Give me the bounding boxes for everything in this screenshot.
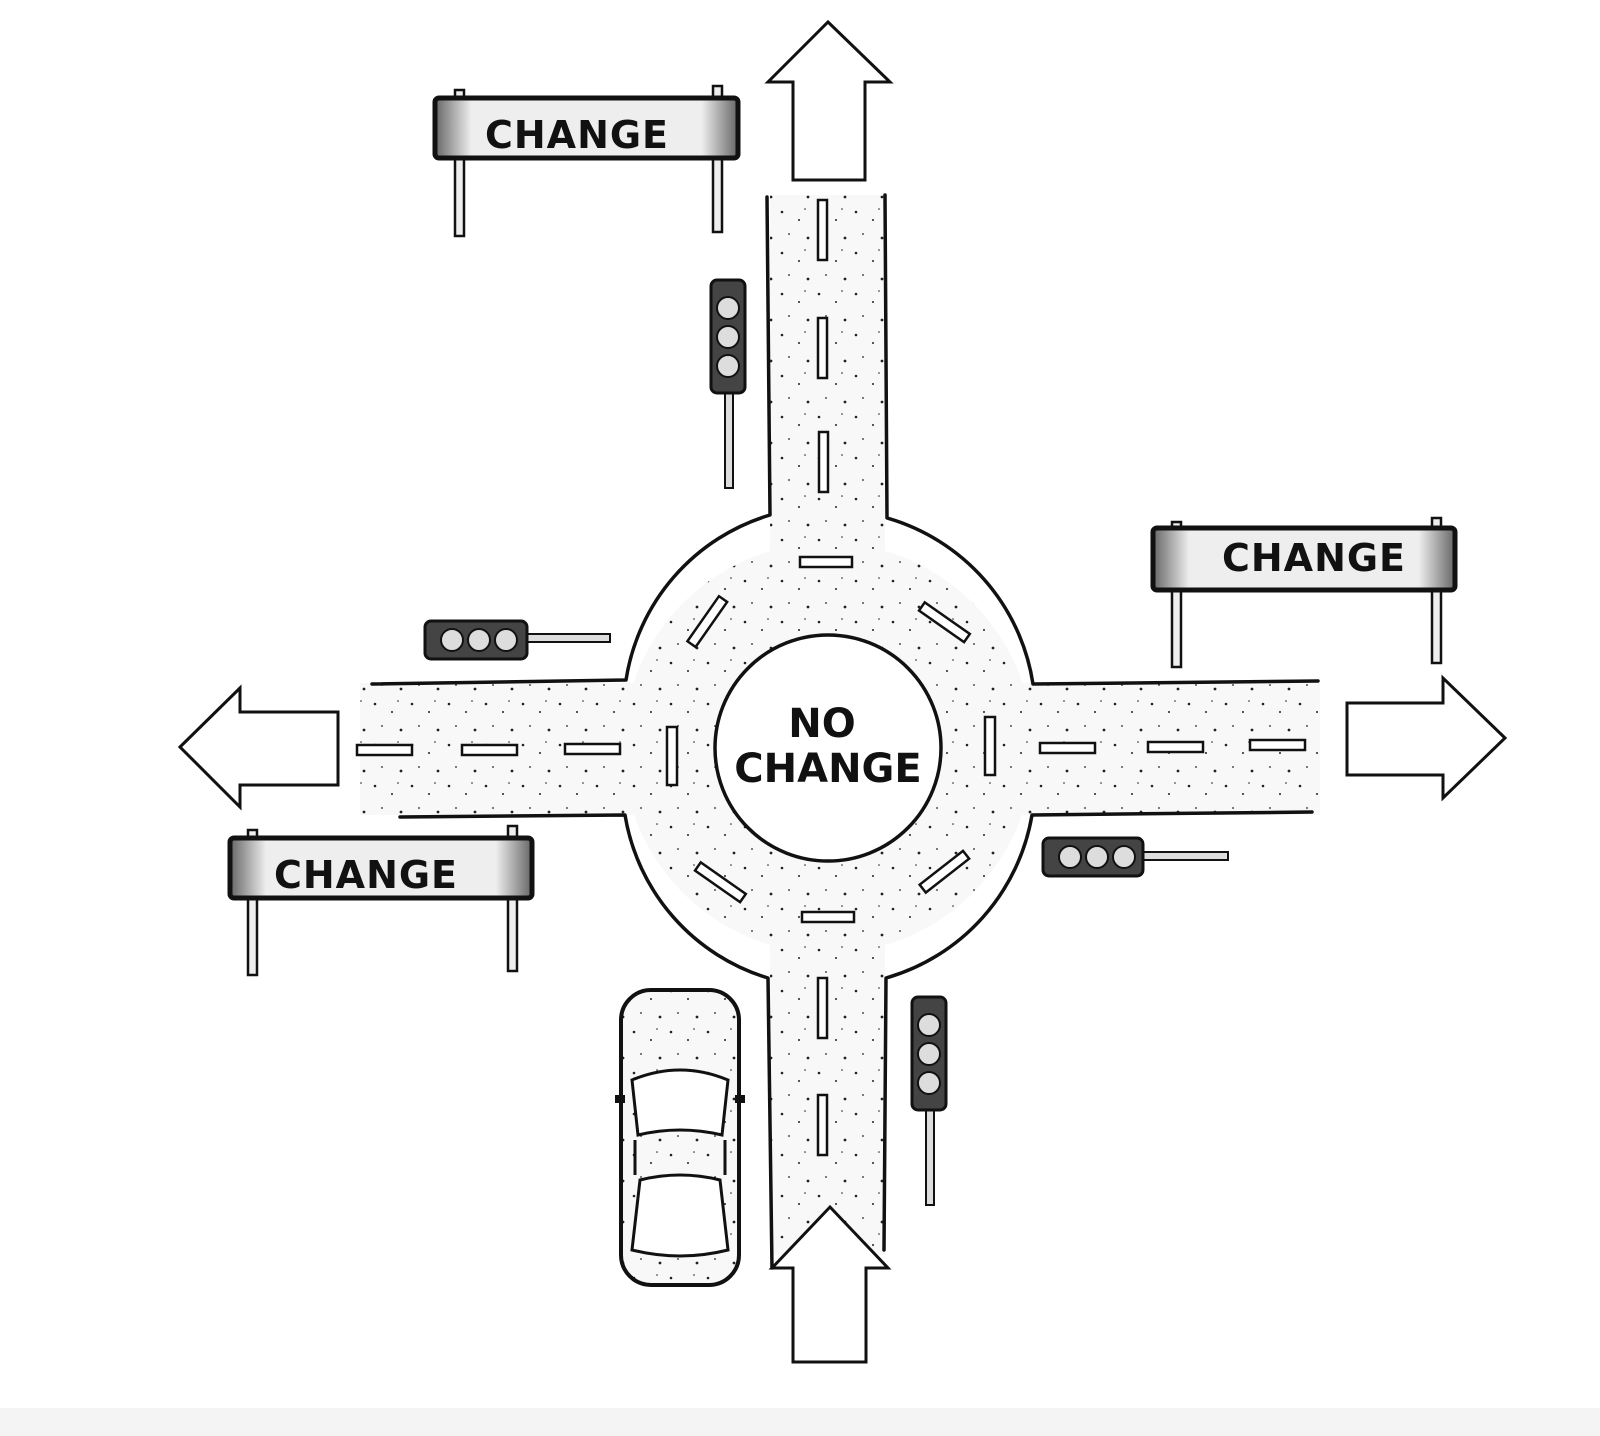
center-island: NO CHANGE	[713, 633, 943, 863]
arrow-right-icon	[1345, 674, 1508, 802]
center-label-line2: CHANGE	[734, 746, 921, 792]
center-label-line1: NO	[788, 701, 855, 747]
arrow-up-icon	[764, 19, 894, 182]
sign-right: CHANGE	[1150, 516, 1458, 669]
traffic-light-icon	[910, 995, 948, 1206]
bottom-strip	[0, 1408, 1600, 1436]
traffic-light-icon	[709, 278, 747, 489]
arrow-left-icon	[177, 684, 340, 811]
lane-dashes	[355, 198, 1307, 1157]
sign-top-left: CHANGE	[432, 84, 741, 238]
sign-label: CHANGE	[485, 113, 669, 157]
traffic-light-icon	[1041, 836, 1229, 878]
sign-left: CHANGE	[227, 824, 535, 977]
sign-label: CHANGE	[1222, 536, 1406, 580]
sign-label: CHANGE	[274, 853, 458, 897]
road-edges	[370, 193, 1320, 1270]
arrow-down-road-icon	[768, 1204, 892, 1364]
traffic-light-icon	[423, 619, 611, 661]
car-icon	[615, 988, 745, 1287]
